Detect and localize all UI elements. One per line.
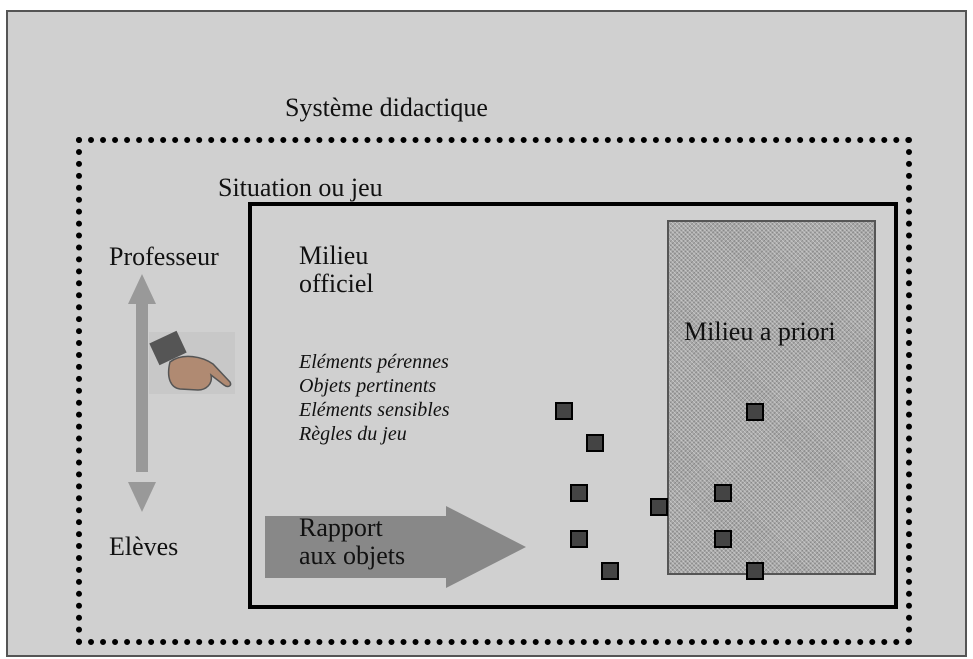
object-square [714, 530, 732, 548]
object-square [601, 562, 619, 580]
object-square [650, 498, 668, 516]
element-item: Eléments pérennes [299, 351, 449, 373]
milieu-apriori-box [667, 220, 876, 575]
element-item: Eléments sensibles [299, 399, 450, 421]
object-square [746, 562, 764, 580]
elements-list: Eléments pérennes Objets pertinents Elém… [299, 350, 450, 446]
element-item: Objets pertinents [299, 375, 437, 397]
object-square [555, 402, 573, 420]
systeme-label: Système didactique [285, 93, 488, 122]
professeur-label: Professeur [109, 242, 219, 271]
object-square [570, 530, 588, 548]
element-item: Règles du jeu [299, 423, 407, 445]
systeme-didactique-box [76, 137, 912, 645]
arrows-layer [128, 274, 526, 588]
object-square [570, 484, 588, 502]
object-square [714, 484, 732, 502]
diagram-canvas: Système didactique Situation ou jeu Mili… [6, 10, 967, 657]
rapport-line1: Rapport [299, 513, 383, 542]
milieu-officiel-line1: Milieu [299, 241, 369, 270]
eleves-label: Elèves [109, 532, 179, 561]
object-square [746, 403, 764, 421]
rapport-line2: aux objets [299, 541, 406, 570]
pointing-hand-icon [149, 330, 235, 394]
vertical-double-arrow [128, 274, 156, 512]
rapport-arrow [265, 506, 526, 588]
milieu-apriori-label: Milieu a priori [684, 317, 836, 346]
milieu-officiel-line2: officiel [299, 269, 374, 298]
situation-label: Situation ou jeu [218, 173, 383, 202]
object-square [586, 434, 604, 452]
situation-box [248, 202, 898, 609]
